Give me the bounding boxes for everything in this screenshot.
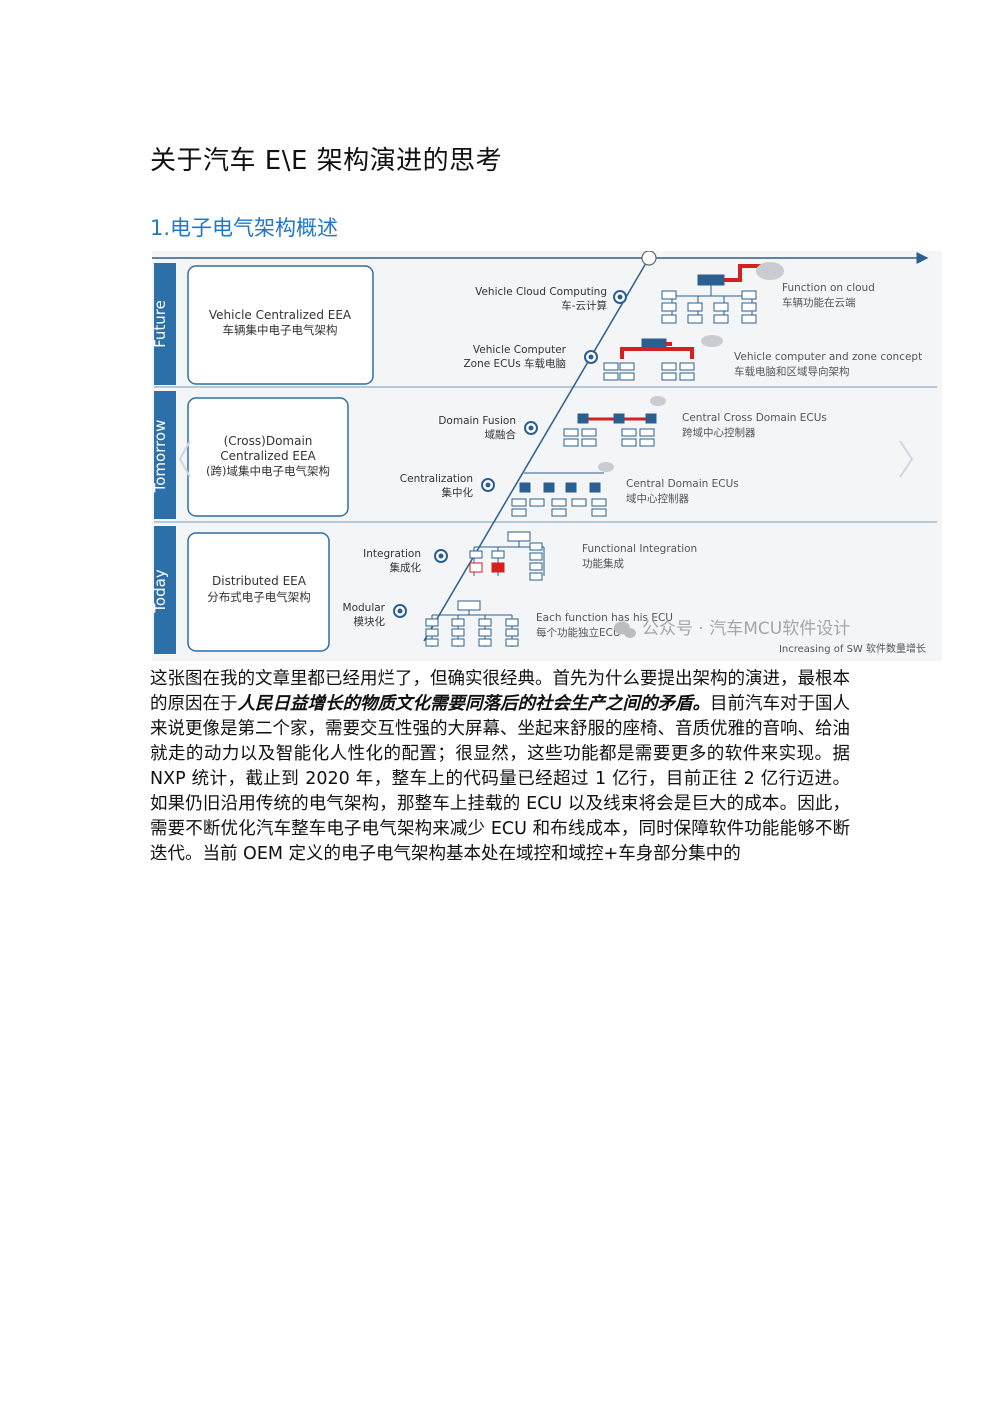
ee-architecture-figure: Future Vehicle Centralized EEA 车辆集中电子电气架… (152, 251, 942, 661)
desc-domain-cn: 域中心控制器 (626, 492, 689, 505)
stage-computer-en2: Zone ECUs 车载电脑 (463, 357, 566, 370)
ecu-sketch-zone (603, 335, 723, 381)
watermark-text: 公众号 · 汽车MCU软件设计 (642, 619, 850, 639)
chevron-right-icon[interactable] (899, 440, 914, 478)
page-title: 关于汽车 E\E 架构演进的思考 (150, 146, 503, 176)
row-future: Future Vehicle Centralized EEA 车辆集中电子电气架… (152, 263, 937, 388)
stage-central-cn: 集中化 (442, 486, 474, 499)
row-tomorrow: Tomorrow (Cross)Domain Centralized EEA (… (152, 391, 937, 523)
ecu-sketch-cross-domain (563, 396, 666, 447)
desc-zone-cn: 车载电脑和区域导向架构 (734, 365, 850, 378)
stage-fusion-en: Domain Fusion (438, 415, 516, 427)
box-tomorrow-en1: (Cross)Domain (224, 434, 313, 448)
row-label-future: Future (152, 300, 169, 348)
axis-caption: Increasing of SW 软件数量增长 (779, 642, 926, 655)
desc-cloud-en: Function on cloud (782, 282, 875, 294)
chevron-left-icon[interactable] (178, 440, 191, 478)
wechat-icon (614, 621, 636, 638)
endpoint-circle (641, 251, 657, 266)
ecu-sketch-modular (425, 600, 519, 647)
box-tomorrow-cn: (跨)域集中电子电气架构 (206, 464, 330, 478)
ecu-sketch-integration (469, 531, 545, 581)
paragraph-part1: 这张图在我的文章里都已经用烂了，但确实很经典。首先为什么要提出架构的演进，最根本… (150, 669, 850, 714)
row-label-today: Today (152, 569, 169, 614)
stage-modular-en: Modular (343, 602, 386, 614)
ecu-sketch-cloud (661, 262, 784, 324)
box-future-cn: 车辆集中电子电气架构 (223, 323, 338, 337)
paragraph-part2: 目前汽车对于国人来说更像是第二个家，需要交互性强的大屏幕、坐起来舒服的座椅、音质… (150, 694, 850, 864)
body-paragraph: 这张图在我的文章里都已经用烂了，但确实很经典。首先为什么要提出架构的演进，最根本… (150, 667, 850, 867)
box-future-en: Vehicle Centralized EEA (209, 308, 352, 322)
desc-cross-en: Central Cross Domain ECUs (682, 412, 827, 424)
row-label-tomorrow: Tomorrow (152, 420, 169, 494)
stage-integration-en: Integration (363, 548, 421, 560)
box-today-en: Distributed EEA (212, 574, 307, 588)
section-heading: 1.电子电气架构概述 (150, 216, 339, 240)
stage-modular-cn: 模块化 (354, 615, 386, 628)
desc-modular-cn: 每个功能独立ECU (536, 626, 621, 639)
stage-integration-cn: 集成化 (390, 561, 422, 574)
desc-domain-en: Central Domain ECUs (626, 478, 739, 490)
stage-computer-en1: Vehicle Computer (473, 344, 567, 356)
desc-modular-en: Each function has his ECU (536, 612, 673, 624)
desc-integration-en: Functional Integration (582, 543, 697, 555)
box-today-cn: 分布式电子电气架构 (207, 590, 311, 604)
stage-fusion-cn: 域融合 (485, 428, 517, 441)
box-tomorrow-en2: Centralized EEA (220, 449, 316, 463)
stage-central-en: Centralization (400, 473, 473, 485)
desc-zone-en: Vehicle computer and zone concept (734, 351, 922, 363)
stage-cloud-cn: 车-云计算 (561, 299, 607, 312)
desc-integration-cn: 功能集成 (582, 557, 624, 570)
desc-cross-cn: 跨域中心控制器 (682, 426, 756, 439)
stage-cloud-en: Vehicle Cloud Computing (475, 286, 607, 298)
desc-cloud-cn: 车辆功能在云端 (782, 296, 856, 309)
evolution-line (423, 257, 650, 642)
row-today: Today Distributed EEA 分布式电子电气架构 (152, 526, 330, 654)
paragraph-emphasis: 人民日益增长的物质文化需要同落后的社会生产之间的矛盾。 (237, 694, 711, 714)
ecu-sketch-domain (511, 462, 614, 517)
